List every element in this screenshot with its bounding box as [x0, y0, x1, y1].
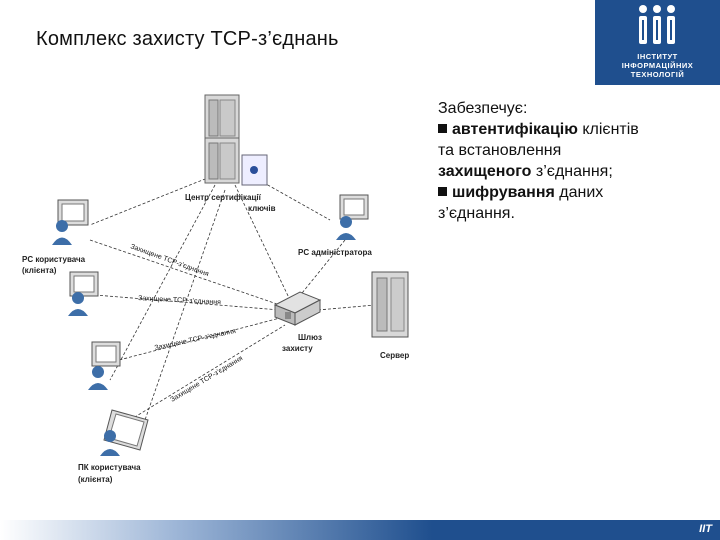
conn-label-1: Захищене TCP-з’єднання	[129, 243, 209, 278]
item1-line3-rest: з’єднання;	[531, 163, 613, 180]
server-icon	[371, 271, 409, 338]
bullet-item-1: автентифікацію клієнтів	[438, 119, 708, 140]
item2-bold: шифрування	[452, 184, 555, 201]
item1-bold: автентифікацію	[452, 121, 578, 138]
logo-line-1: ІНСТИТУТ	[637, 52, 678, 61]
item1-rest: клієнтів	[577, 121, 639, 138]
item1-line3: захищеного з’єднання;	[438, 161, 708, 182]
pc-admin-label: PC адміністратора	[298, 248, 372, 257]
connection-lines	[89, 174, 376, 421]
bullet-square-icon	[438, 124, 447, 133]
cert-center-label-2: ключів	[248, 204, 276, 213]
institute-logo: ІНСТИТУТ ІНФОРМАЦІЙНИХ ТЕХНОЛОГІЙ	[595, 0, 720, 85]
bullet-square-icon	[438, 187, 447, 196]
intro-text: Забезпечує:	[438, 100, 528, 117]
laptop-label-1: ПК користувача	[78, 463, 141, 472]
laptop-user-icon	[100, 409, 149, 456]
pc-user-icon	[52, 199, 89, 245]
footer-bar: ІІТ	[0, 520, 720, 540]
logo-emblem-icon	[639, 5, 675, 44]
logo-line-2: ІНФОРМАЦІЙНИХ	[621, 61, 694, 70]
pc-user-3-icon	[88, 341, 121, 390]
slide-title: Комплекс захисту TCP-з’єднань	[36, 28, 339, 50]
pc-user-label-2: (клієнта)	[22, 266, 57, 275]
laptop-label-2: (клієнта)	[78, 475, 113, 484]
conn-label-3: Захищене TCP-з’єднання	[154, 328, 237, 352]
network-diagram: Центр сертифікації ключів PC користувача…	[22, 94, 409, 484]
pc-admin-icon	[336, 194, 369, 240]
item1-line3-bold: захищеного	[438, 163, 532, 180]
cert-center-label-1: Центр сертифікації	[185, 193, 262, 202]
item2-line2: з’єднання.	[438, 205, 515, 222]
bullet-item-2: шифрування даних	[438, 182, 708, 203]
pc-user-label-1: PC користувача	[22, 255, 86, 264]
item2-rest: даних	[554, 184, 604, 201]
gateway-icon	[273, 291, 322, 326]
item1-line2: та встановлення	[438, 142, 562, 159]
server-label: Сервер	[380, 351, 409, 360]
gateway-label-2: захисту	[282, 344, 313, 353]
footer-logo: ІІТ	[699, 523, 712, 535]
conn-label-2: Захищене TCP-з’єднання	[138, 295, 221, 306]
logo-line-3: ТЕХНОЛОГІЙ	[630, 70, 685, 79]
conn-label-4: Захищене TCP-з’єднання	[169, 355, 244, 404]
cert-center-server-icon	[204, 94, 268, 186]
pc-user-2-icon	[68, 271, 99, 316]
gateway-label-1: Шлюз	[298, 333, 322, 342]
description-text: Забезпечує: автентифікацію клієнтів та в…	[438, 98, 708, 224]
